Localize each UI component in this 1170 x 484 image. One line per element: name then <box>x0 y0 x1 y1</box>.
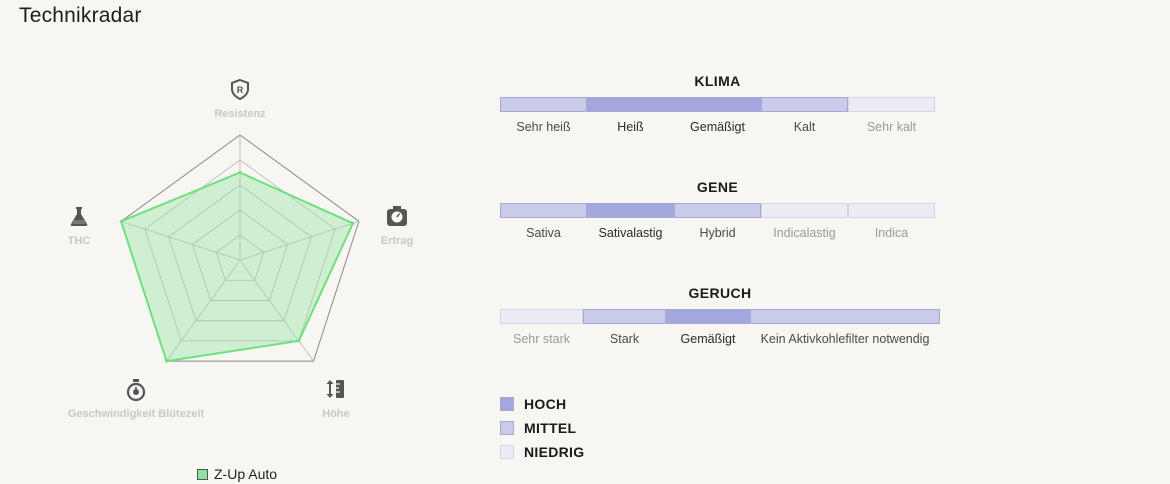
scale-segment-label: Kein Aktivkohlefilter notwendig <box>760 332 930 346</box>
radar-axis-label: THC <box>67 235 91 247</box>
scale-bar <box>500 97 935 112</box>
scale-segment-label: Sativa <box>526 226 561 240</box>
radar-point <box>351 221 355 225</box>
scale-segment <box>761 203 848 218</box>
radar-axis-label: Höhe <box>322 408 350 420</box>
scale-segment <box>666 309 750 324</box>
radar-point <box>238 171 242 174</box>
legend-swatch-high <box>500 397 514 411</box>
radar-axis-label: Geschwindigkeit Blütezeit <box>67 408 205 420</box>
radar-grid-ring <box>215 234 265 281</box>
scale-weight-icon <box>385 205 409 232</box>
scale-title: GENE <box>696 179 739 195</box>
scale-segment <box>500 97 587 112</box>
scale-segment <box>587 203 674 218</box>
scale-segment-label: Indica <box>874 226 909 240</box>
svg-text:R: R <box>237 85 244 95</box>
legend-series-name: Z-Up Auto <box>214 466 278 482</box>
scale-segment-label: Stark <box>609 332 640 346</box>
legend-item-low: NIEDRIG <box>500 440 584 464</box>
scale-segment-label: Hybrid <box>699 226 736 240</box>
radar-axis-line <box>120 220 241 261</box>
scale-segment-label: Indicalastig <box>773 226 836 240</box>
scale-segment-label: Sehr kalt <box>866 120 917 134</box>
legend-item-mid: MITTEL <box>500 416 584 440</box>
radar-point <box>119 219 123 223</box>
radar-grid-ring <box>168 184 312 322</box>
scale-segment <box>674 203 761 218</box>
scale-segment <box>761 97 848 112</box>
scale-bar <box>500 309 940 324</box>
radar-legend[interactable]: Z-Up Auto <box>197 466 277 482</box>
scale-labels: Sativa Sativalastig Hybrid Indicalastig Indi… <box>500 226 935 240</box>
radar-axis-line <box>239 259 314 362</box>
scale-segment <box>500 309 583 324</box>
scale-segment-label: Sehr stark <box>513 332 570 346</box>
radar-point <box>165 359 169 363</box>
height-ruler-icon <box>325 378 347 405</box>
radar-grid-ring <box>120 134 360 362</box>
legend-swatch <box>197 468 208 480</box>
scale-segment-label: Sehr heiß <box>516 120 571 134</box>
legend-swatch-low <box>500 445 514 459</box>
radar-grid-ring <box>144 159 336 342</box>
scale-segment-label: Kalt <box>793 120 816 134</box>
scale-segment-label: Heiß <box>617 120 644 134</box>
radar-chart <box>119 134 360 363</box>
radar-axis-label: Resistenz <box>214 108 266 120</box>
scale-labels: Sehr stark Stark Gemäßigt Kein Aktivkohlefi… <box>500 332 940 346</box>
legend-label-high: HOCH <box>524 396 567 412</box>
scale-segment <box>674 97 761 112</box>
page-title: Technikradar <box>19 4 142 27</box>
scale-segment-label: Gemäßigt <box>680 332 736 346</box>
scale-segment <box>583 309 666 324</box>
legend-label-mid: MITTEL <box>524 420 577 436</box>
shield-r-icon: R <box>229 78 251 105</box>
scale-labels: Sehr heiß Heiß Gemäßigt Kalt Sehr kalt <box>500 120 935 134</box>
legend-swatch-mid <box>500 421 514 435</box>
scale-segment <box>848 203 935 218</box>
radar-axis-line <box>166 259 241 362</box>
stopwatch-icon <box>125 378 147 407</box>
radar-grid-ring <box>191 209 289 301</box>
radar-point <box>297 339 301 343</box>
scale-title: KLIMA <box>694 73 741 89</box>
scale-segment <box>500 203 587 218</box>
scale-bar <box>500 203 935 218</box>
radar-axis-label: Ertrag <box>380 235 414 247</box>
level-legend: HOCH MITTEL NIEDRIG <box>500 392 584 464</box>
legend-label-low: NIEDRIG <box>524 444 585 460</box>
radar-axis-line <box>239 220 360 261</box>
scale-segment-label: Sativalastig <box>598 226 663 240</box>
scale-segment <box>587 97 674 112</box>
scale-segment <box>848 97 935 112</box>
scale-segment-label: Gemäßigt <box>690 120 745 134</box>
legend-item-high: HOCH <box>500 392 584 416</box>
scale-title: GERUCH <box>688 285 752 301</box>
scale-segment <box>750 309 940 324</box>
radar-series-area <box>119 171 355 363</box>
flask-icon <box>68 205 90 232</box>
